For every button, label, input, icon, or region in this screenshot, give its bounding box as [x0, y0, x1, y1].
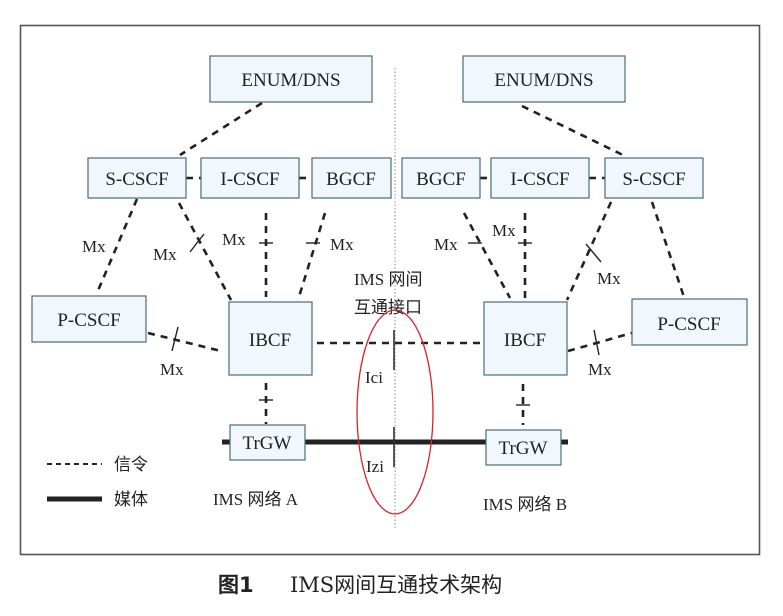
node-label: S-CSCF — [105, 169, 168, 190]
network-a-label: IMS 网络 A — [213, 490, 299, 509]
mx-label: Mx — [330, 235, 354, 254]
node-label: I-CSCF — [510, 169, 569, 190]
node-trgw-a: TrGW — [229, 424, 306, 461]
legend: 信令 媒体 — [47, 455, 148, 509]
legend-signaling-label: 信令 — [114, 455, 148, 474]
signaling-links-b — [462, 104, 686, 425]
node-bgcf-b: BGCF — [401, 157, 481, 199]
signaling-links-a — [95, 101, 480, 424]
node-label: S-CSCF — [622, 169, 685, 190]
network-b-label: IMS 网络 B — [483, 495, 567, 514]
node-label: BGCF — [416, 169, 466, 190]
mx-label: Mx — [434, 235, 458, 254]
mx-label: Mx — [153, 245, 177, 264]
figure-label: 图1 — [218, 573, 254, 597]
legend-media-label: 媒体 — [114, 490, 148, 509]
mx-label: Mx — [492, 221, 516, 240]
ici-label: Ici — [365, 368, 383, 387]
node-i-cscf-b: I-CSCF — [490, 157, 590, 199]
node-label: I-CSCF — [220, 169, 279, 190]
node-trgw-b: TrGW — [485, 429, 562, 466]
node-label: P-CSCF — [57, 310, 120, 331]
node-label: ENUM/DNS — [241, 70, 340, 91]
interconnect-label-line2: 互通接口 — [354, 298, 422, 317]
mx-label: Mx — [597, 269, 621, 288]
node-label: P-CSCF — [657, 314, 720, 335]
node-label: ENUM/DNS — [494, 70, 593, 91]
node-p-cscf-b: P-CSCF — [631, 298, 748, 346]
mx-label: Mx — [588, 360, 612, 379]
node-label: BGCF — [326, 169, 376, 190]
node-label: IBCF — [249, 330, 291, 351]
mx-label: Mx — [160, 360, 184, 379]
interconnect-label-line1: IMS 网间 — [354, 270, 422, 289]
node-bgcf-a: BGCF — [311, 157, 392, 199]
node-s-cscf-b: S-CSCF — [604, 157, 704, 199]
node-label: TrGW — [499, 438, 548, 459]
interconnect-highlight-ellipse — [356, 309, 434, 515]
diagram-frame — [19, 24, 761, 556]
node-enum-dns-a: ENUM/DNS — [209, 55, 373, 103]
node-s-cscf-a: S-CSCF — [87, 157, 187, 199]
mx-label: Mx — [82, 237, 106, 256]
izi-label: Izi — [366, 457, 384, 476]
figure-caption: IMS网间互通技术架构 — [290, 573, 502, 597]
node-label: IBCF — [504, 330, 546, 351]
node-ibcf-a: IBCF — [228, 301, 313, 376]
mx-label: Mx — [222, 230, 246, 249]
node-p-cscf-a: P-CSCF — [31, 295, 147, 343]
node-i-cscf-a: I-CSCF — [200, 157, 300, 199]
node-enum-dns-b: ENUM/DNS — [462, 55, 626, 103]
node-label: TrGW — [243, 433, 292, 454]
node-ibcf-b: IBCF — [483, 301, 568, 376]
mx-tick-marks — [171, 233, 602, 406]
